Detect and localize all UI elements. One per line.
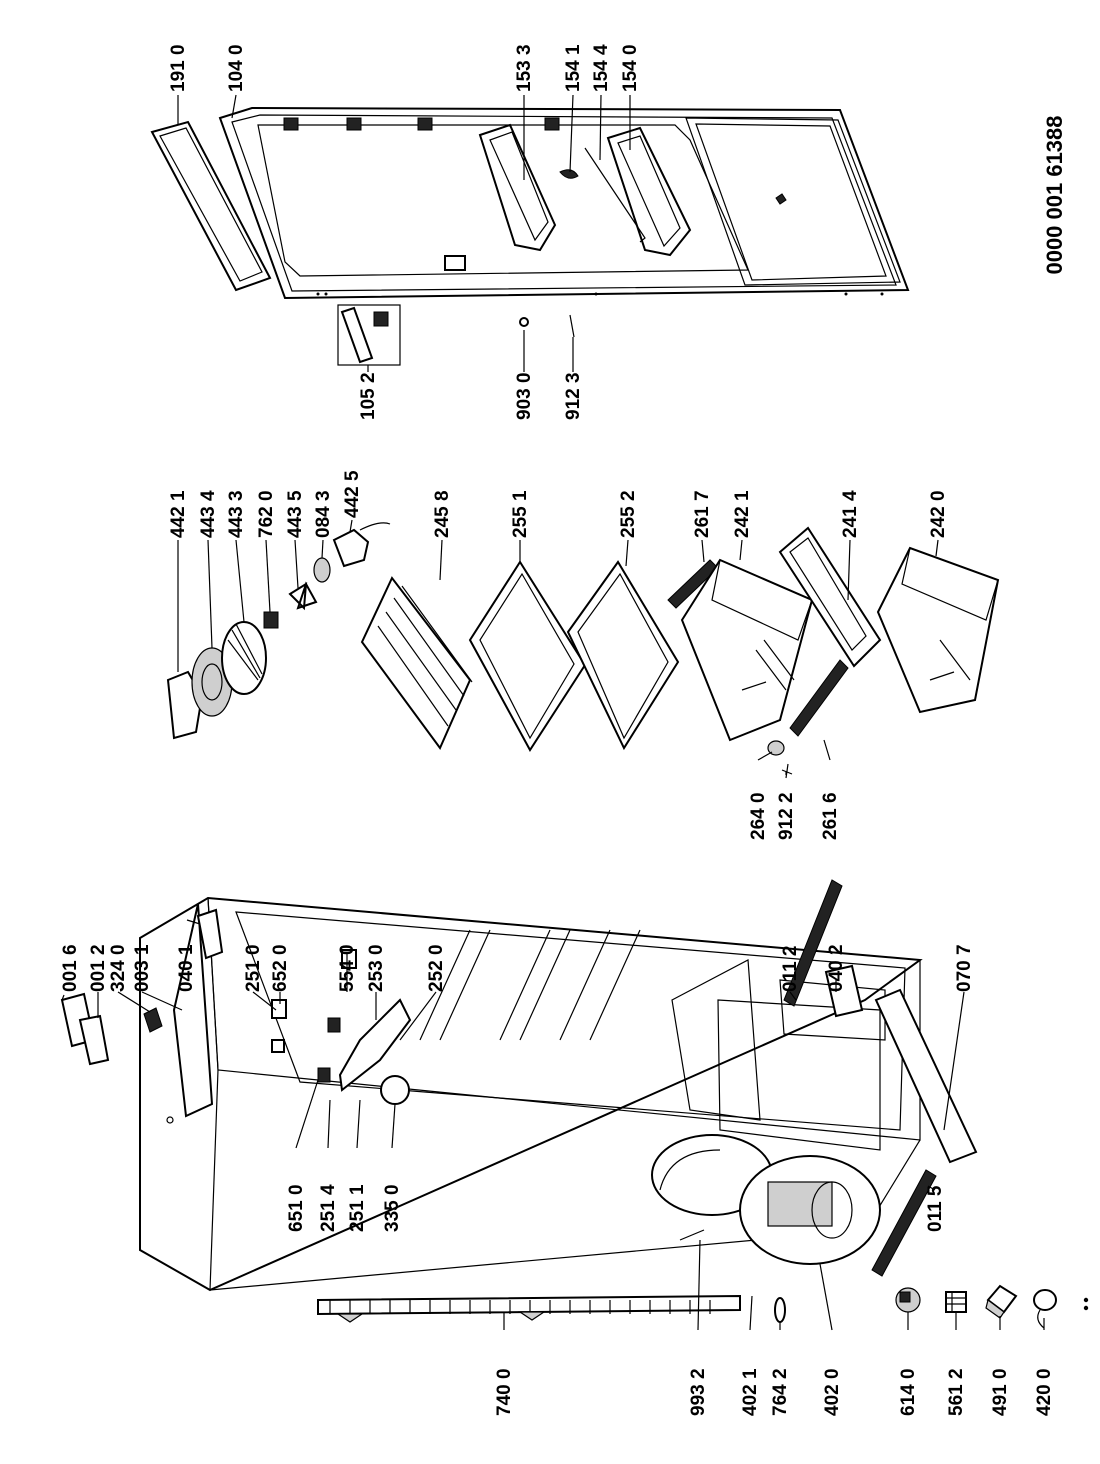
label-442-1: 442 1 <box>168 490 189 538</box>
label-251-0: 251 0 <box>243 944 264 992</box>
label-105-2: 105 2 <box>358 372 379 420</box>
label-255-2: 255 2 <box>618 490 639 538</box>
label-420-0: 420 0 <box>1034 1368 1055 1416</box>
label-253-0: 253 0 <box>366 944 387 992</box>
label-443-4: 443 4 <box>198 490 219 538</box>
label-252-0: 252 0 <box>426 944 447 992</box>
cover-491-0 <box>985 1284 1018 1319</box>
label-154-1: 154 1 <box>563 44 584 92</box>
wire-shelf <box>360 576 473 750</box>
hinge-bracket-040-2 <box>824 964 864 1018</box>
label-264-0: 264 0 <box>748 792 769 840</box>
label-241-4: 241 4 <box>840 490 861 538</box>
rail-011-5 <box>871 1169 937 1277</box>
label-652-0: 652 0 <box>270 944 291 992</box>
label-154-0: 154 0 <box>620 44 641 92</box>
label-335-0: 335 0 <box>382 1184 403 1232</box>
label-070-7: 070 7 <box>954 944 975 992</box>
label-762-0: 762 0 <box>256 490 277 538</box>
label-191-0: 191 0 <box>168 44 189 92</box>
label-912-3: 912 3 <box>563 372 584 420</box>
adjustable-foot <box>767 740 785 756</box>
label-903-0: 903 0 <box>514 372 535 420</box>
label-324-0: 324 0 <box>108 944 129 992</box>
label-442-5: 442 5 <box>342 470 363 518</box>
document-id: 0000 001 61388 <box>1042 115 1067 274</box>
label-554-0: 554 0 <box>337 944 358 992</box>
drawer-upper <box>680 558 814 742</box>
label-153-3: 153 3 <box>514 44 535 92</box>
rail-011-2 <box>783 879 843 1007</box>
screw-912-2 <box>781 763 793 779</box>
label-261-6: 261 6 <box>820 792 841 840</box>
hinge-kit <box>337 304 401 366</box>
label-443-3: 443 3 <box>226 490 247 538</box>
label-040-1: 040 1 <box>176 944 197 992</box>
label-740-0: 740 0 <box>494 1368 515 1416</box>
label-443-5: 443 5 <box>285 490 306 538</box>
label-251-4: 251 4 <box>318 1184 339 1232</box>
compressor-area <box>651 1134 881 1265</box>
label-242-1: 242 1 <box>732 490 753 538</box>
door-seal <box>150 120 272 292</box>
filter-764-2 <box>774 1297 786 1323</box>
drawer-lower <box>876 546 1000 714</box>
glass-shelf-lower <box>566 560 680 751</box>
top-cover <box>172 903 214 1118</box>
label-011-5: 011 5 <box>925 1185 946 1232</box>
label-651-0: 651 0 <box>286 1184 307 1232</box>
overload-561-2 <box>945 1291 967 1313</box>
drain-tube-993-2 <box>679 1229 705 1241</box>
fan-assembly <box>166 522 391 740</box>
glass-shelf-upper <box>468 560 587 752</box>
label-242-0: 242 0 <box>928 490 949 538</box>
label-001-2: 001 2 <box>88 944 109 992</box>
cover-324-0 <box>143 1007 163 1033</box>
label-561-2: 561 2 <box>946 1368 967 1416</box>
label-001-6: 001 6 <box>60 944 81 992</box>
label-003-1: 003 1 <box>132 944 153 992</box>
cap-903-0 <box>519 317 529 327</box>
label-040-2: 040 2 <box>826 944 847 992</box>
label-993-2: 993 2 <box>688 1368 709 1416</box>
hinge-bracket-040-1 <box>196 908 224 960</box>
bracket-001-2 <box>78 1014 110 1066</box>
cabinet-body <box>139 896 923 1292</box>
label-614-0: 614 0 <box>898 1368 919 1416</box>
label-402-1: 402 1 <box>740 1368 761 1416</box>
label-261-7: 261 7 <box>692 490 713 538</box>
screw-912-3 <box>569 314 575 338</box>
label-912-2: 912 2 <box>776 792 797 840</box>
label-251-1: 251 1 <box>347 1184 368 1232</box>
label-154-4: 154 4 <box>591 44 612 92</box>
base-trim-070-7 <box>874 988 978 1164</box>
label-084-3: 084 3 <box>313 490 334 538</box>
door-assembly <box>218 106 910 300</box>
drawer-front <box>778 526 882 668</box>
label-011-2: 011 2 <box>780 946 801 993</box>
capacitor-420-0 <box>1033 1289 1057 1329</box>
label-104-0: 104 0 <box>226 44 247 92</box>
label-764-2: 764 2 <box>770 1368 791 1416</box>
label-255-1: 255 1 <box>510 490 531 538</box>
label-245-8: 245 8 <box>432 490 453 538</box>
condenser <box>317 1294 741 1323</box>
rail-lower <box>789 659 849 737</box>
label-491-0: 491 0 <box>990 1368 1011 1416</box>
label-402-0: 402 0 <box>822 1368 843 1416</box>
